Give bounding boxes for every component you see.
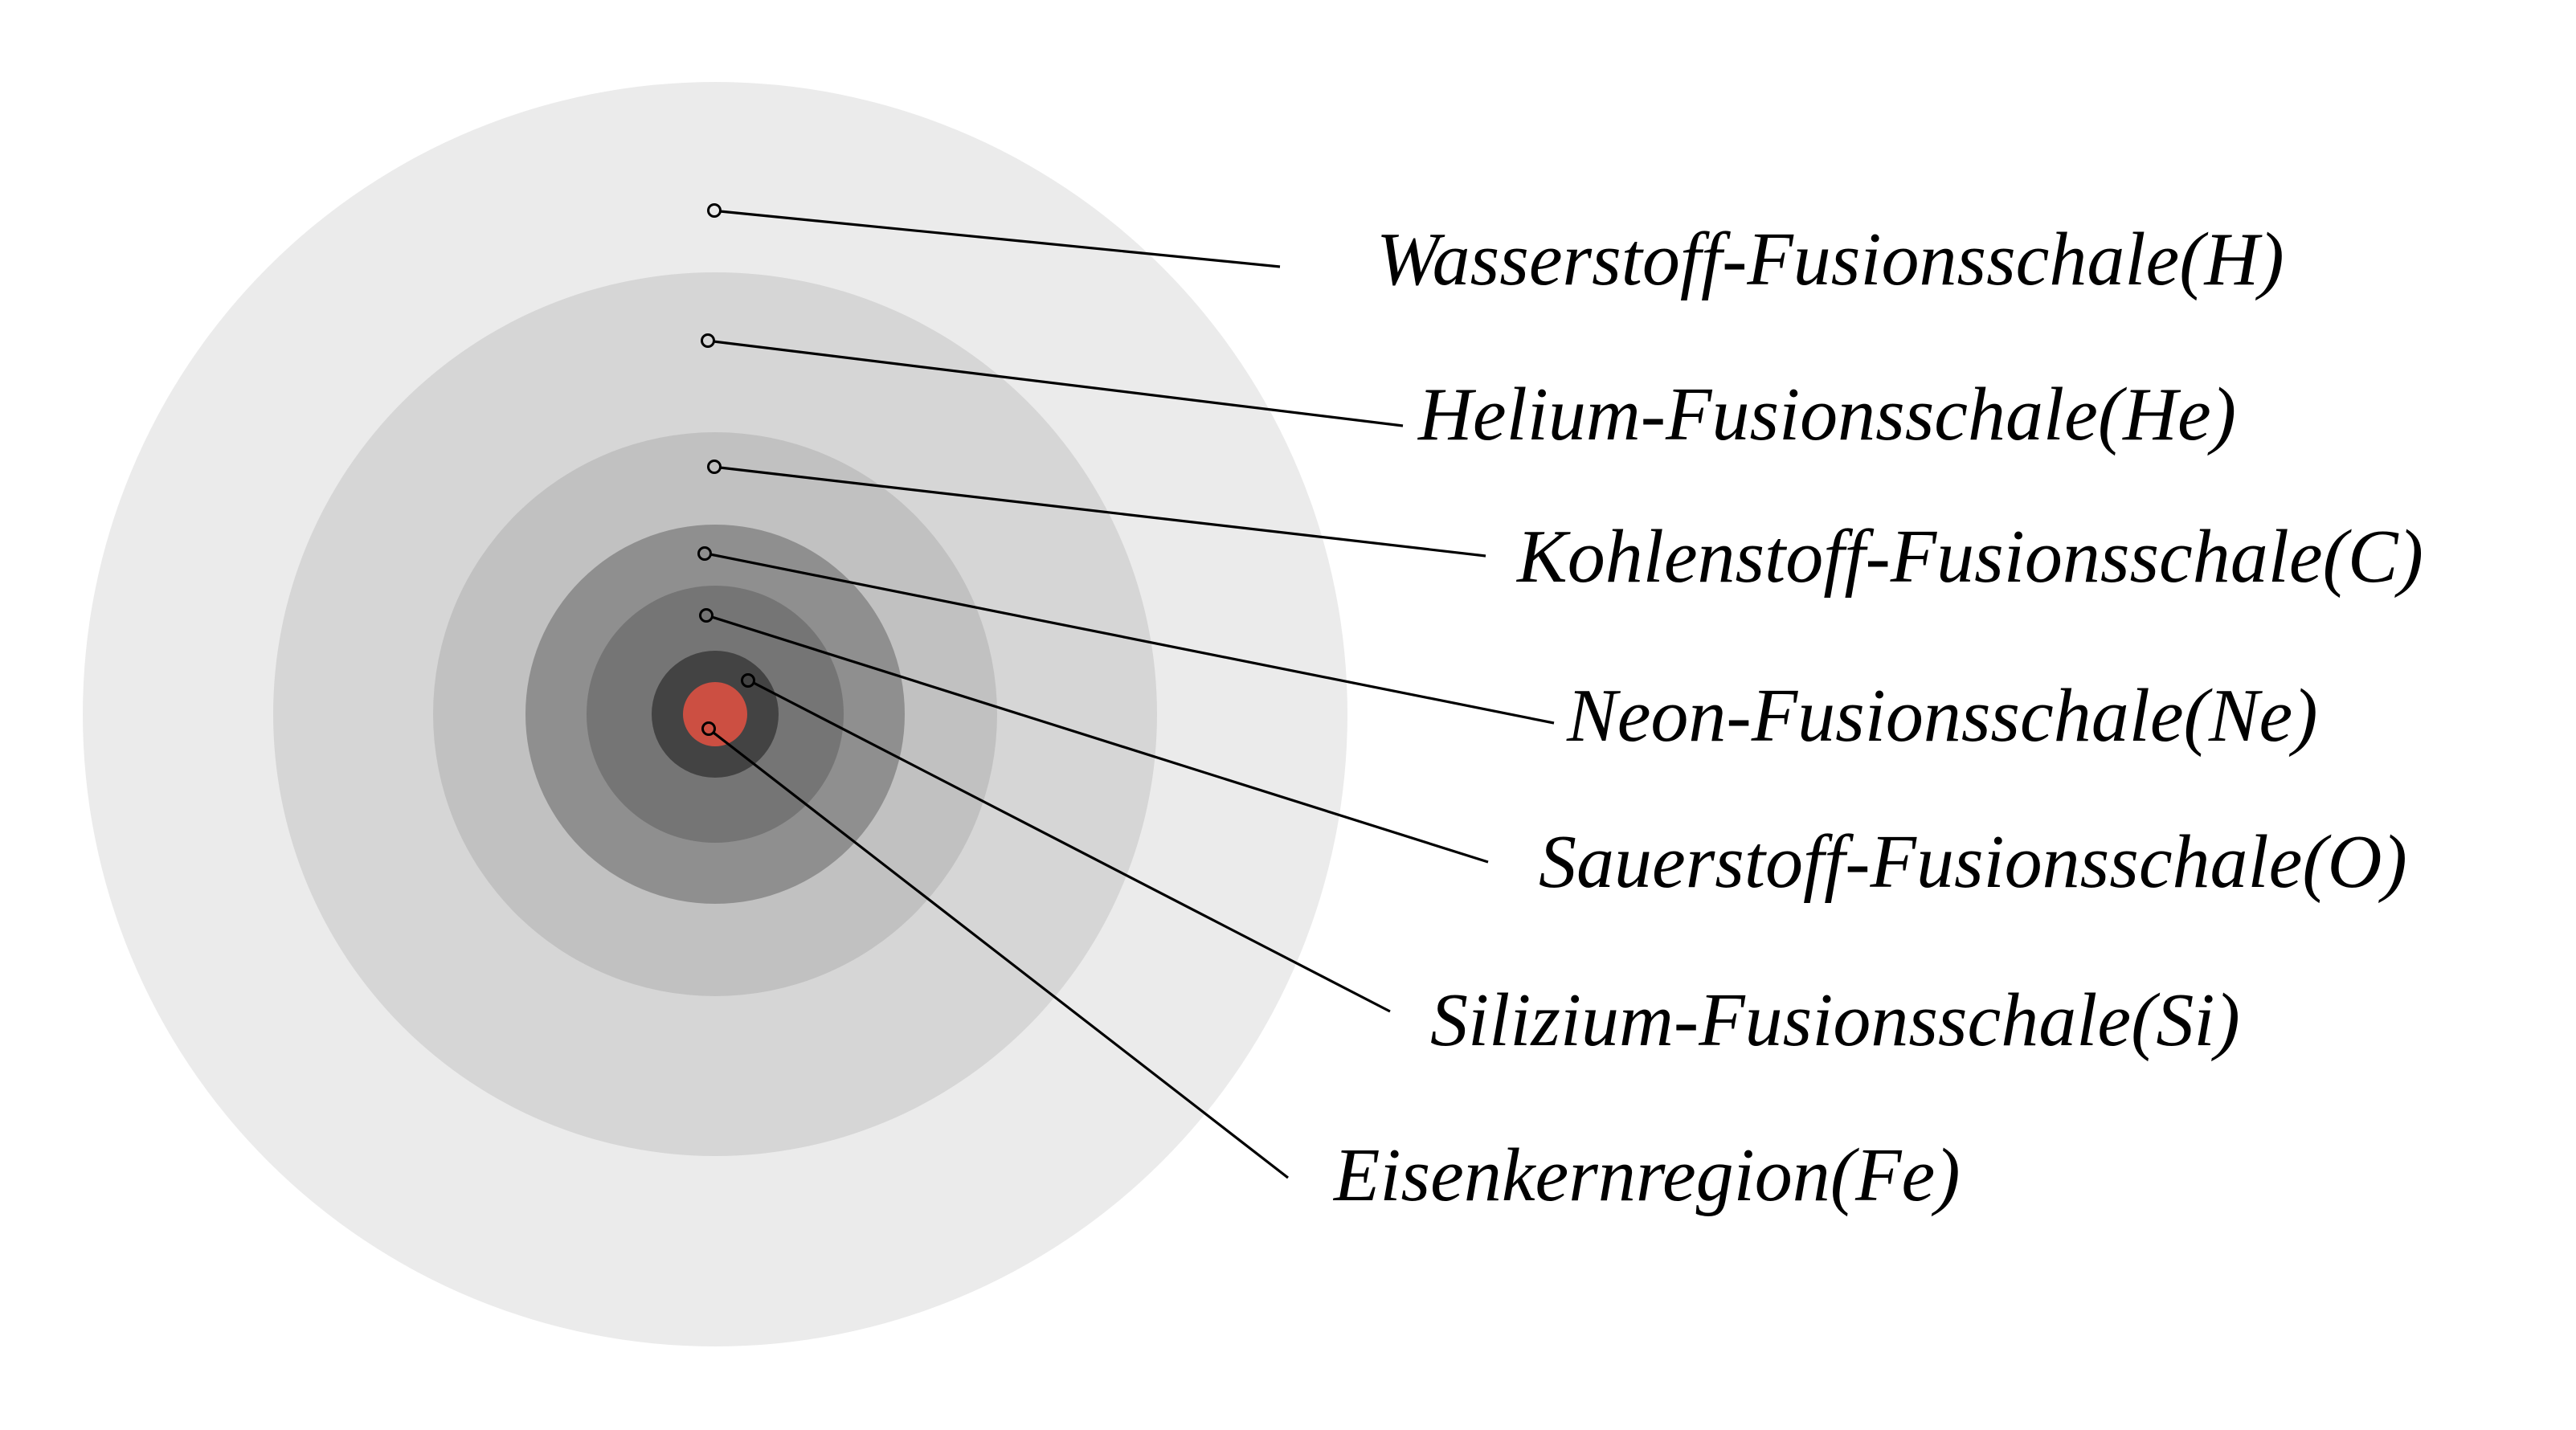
- shell-label-silizium: Silizium-Fusionsschale(Si): [1430, 979, 2240, 1062]
- leader-line-sauerstoff: [711, 615, 1489, 864]
- shell-label-wasserstoff: Wasserstoff-Fusionsschale(H): [1376, 218, 2284, 301]
- leader-marker-wasserstoff: [707, 203, 722, 218]
- shell-label-helium: Helium-Fusionsschale(He): [1418, 373, 2237, 456]
- leader-markers: [697, 203, 755, 736]
- leader-marker-eisenkern: [701, 721, 716, 736]
- shell-label-kohlenstoff: Kohlenstoff-Fusionsschale(C): [1517, 515, 2423, 599]
- leader-line-neon: [709, 553, 1555, 725]
- leader-marker-sauerstoff: [699, 608, 714, 623]
- leader-marker-neon: [697, 546, 712, 561]
- leader-line-silizium: [753, 681, 1391, 1013]
- leader-line-kohlenstoff: [719, 466, 1486, 558]
- shell-circles: [83, 82, 1347, 1346]
- leader-marker-silizium: [741, 673, 755, 688]
- shell-label-eisenkern: Eisenkernregion(Fe): [1334, 1134, 1961, 1217]
- shell-label-sauerstoff: Sauerstoff-Fusionsschale(O): [1539, 820, 2407, 904]
- leader-lines: [709, 210, 1555, 1179]
- shell-label-neon: Neon-Fusionsschale(Ne): [1567, 674, 2318, 758]
- leader-marker-kohlenstoff: [707, 460, 722, 474]
- leader-line-wasserstoff: [719, 210, 1281, 268]
- leader-line-eisenkern: [713, 731, 1289, 1179]
- leader-marker-helium: [701, 333, 715, 348]
- shell-circle-eisenkern: [683, 682, 747, 746]
- leader-line-helium: [713, 340, 1404, 427]
